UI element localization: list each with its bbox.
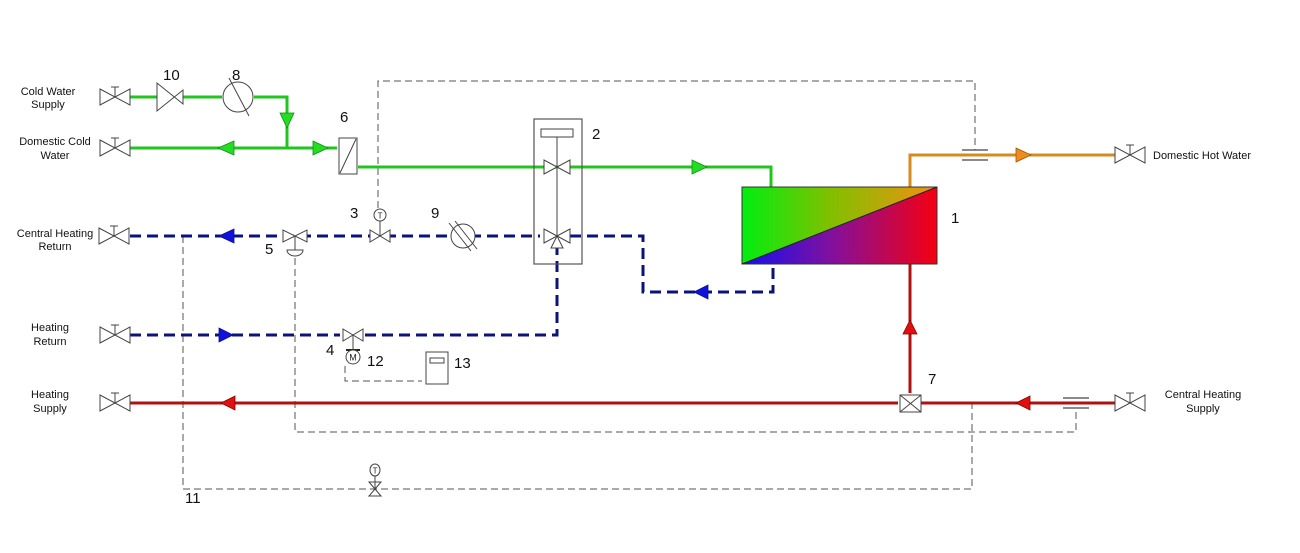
number-13: 13	[454, 355, 471, 372]
heating-supply-pipes	[130, 264, 1115, 405]
label-central-heating-supply-2: Supply	[1186, 403, 1220, 415]
label-heating-supply-1: Heating	[31, 389, 69, 401]
label-domestic-cold-water-2: Water	[41, 150, 70, 162]
number-2: 2	[592, 126, 600, 143]
valve-heating-return[interactable]	[99, 324, 131, 344]
number-10: 10	[163, 67, 180, 84]
label-central-heating-return-1: Central Heating	[17, 228, 93, 240]
number-6: 6	[340, 109, 348, 126]
component-numbers: 1 2 3 4 5 6 7 8 9 10 11 12 13	[163, 67, 959, 507]
control-line-dp-valve	[294, 258, 1077, 433]
bypass-thermostatic-valve[interactable]: T	[367, 463, 383, 497]
arrow-green-right	[312, 140, 329, 156]
connection-labels: Cold Water Supply Domestic Cold Water Ce…	[17, 86, 1252, 415]
number-3: 3	[350, 205, 358, 222]
domestic-hot-water-pipe	[908, 153, 1116, 187]
flow-arrows	[217, 112, 1032, 411]
number-9: 9	[431, 205, 439, 222]
thermo-letter: T	[373, 467, 378, 476]
motor-letter: M	[349, 353, 357, 363]
valve-central-heating-supply[interactable]	[1114, 392, 1146, 412]
heating-return-pipes	[130, 234, 775, 337]
arrow-red-left	[220, 395, 236, 411]
motorized-valve-4[interactable]	[342, 328, 364, 349]
dhw-temperature-sensor	[962, 149, 988, 161]
valve-domestic-hot-water[interactable]	[1114, 144, 1146, 164]
number-4: 4	[326, 342, 334, 359]
label-cold-water-supply-1: Cold Water	[21, 86, 76, 98]
number-8: 8	[232, 67, 240, 84]
number-7: 7	[928, 371, 936, 388]
number-1: 1	[951, 210, 959, 227]
combination-valve-2[interactable]	[533, 118, 583, 265]
water-meter-8[interactable]	[222, 77, 254, 117]
label-domestic-cold-water-1: Domestic Cold	[19, 136, 91, 148]
heat-meter-9[interactable]	[448, 220, 478, 252]
arrow-blue-right	[218, 327, 234, 343]
arrow-blue-left-2	[693, 284, 709, 300]
valve-central-heating-return[interactable]	[98, 225, 130, 245]
arrow-green-right-2	[691, 159, 708, 175]
check-valve-10[interactable]	[156, 81, 184, 113]
arrow-orange-right	[1015, 147, 1032, 163]
label-central-heating-return-2: Return	[38, 241, 71, 253]
thermo-letter: T	[378, 212, 383, 221]
arrow-red-up	[902, 319, 918, 335]
arrow-blue-left	[218, 228, 235, 244]
arrow-green-left	[217, 140, 235, 156]
valve-domestic-cold-water[interactable]	[99, 137, 131, 157]
label-cold-water-supply-2: Supply	[31, 99, 65, 111]
label-heating-return-2: Return	[33, 336, 66, 348]
label-domestic-hot-water: Domestic Hot Water	[1153, 150, 1251, 162]
valve-cold-water-supply[interactable]	[99, 86, 131, 106]
valve-heating-supply[interactable]	[99, 392, 131, 412]
actuator-motor-12[interactable]: M	[345, 349, 361, 365]
control-lines	[182, 80, 1077, 490]
filter-6[interactable]	[338, 137, 358, 175]
number-5: 5	[265, 241, 273, 258]
supply-pressure-sensor	[1063, 397, 1089, 409]
strainer-7[interactable]	[899, 394, 922, 413]
bypass-line-11	[182, 236, 973, 490]
number-11: 11	[185, 490, 201, 507]
thermostatic-valve-3[interactable]: T	[369, 208, 391, 243]
control-line-motor-controller	[344, 366, 422, 382]
dp-valve-5[interactable]	[282, 229, 308, 257]
shutoff-valves	[98, 86, 1146, 412]
label-central-heating-supply-1: Central Heating	[1165, 389, 1241, 401]
heat-exchanger-1[interactable]	[741, 186, 938, 265]
arrow-green-down	[279, 112, 295, 129]
controller-13[interactable]	[425, 351, 449, 385]
label-heating-return-1: Heating	[31, 322, 69, 334]
arrow-red-left-2	[1015, 395, 1031, 411]
number-12: 12	[367, 353, 384, 370]
label-heating-supply-2: Supply	[33, 403, 67, 415]
cold-water-pipes	[130, 95, 773, 187]
